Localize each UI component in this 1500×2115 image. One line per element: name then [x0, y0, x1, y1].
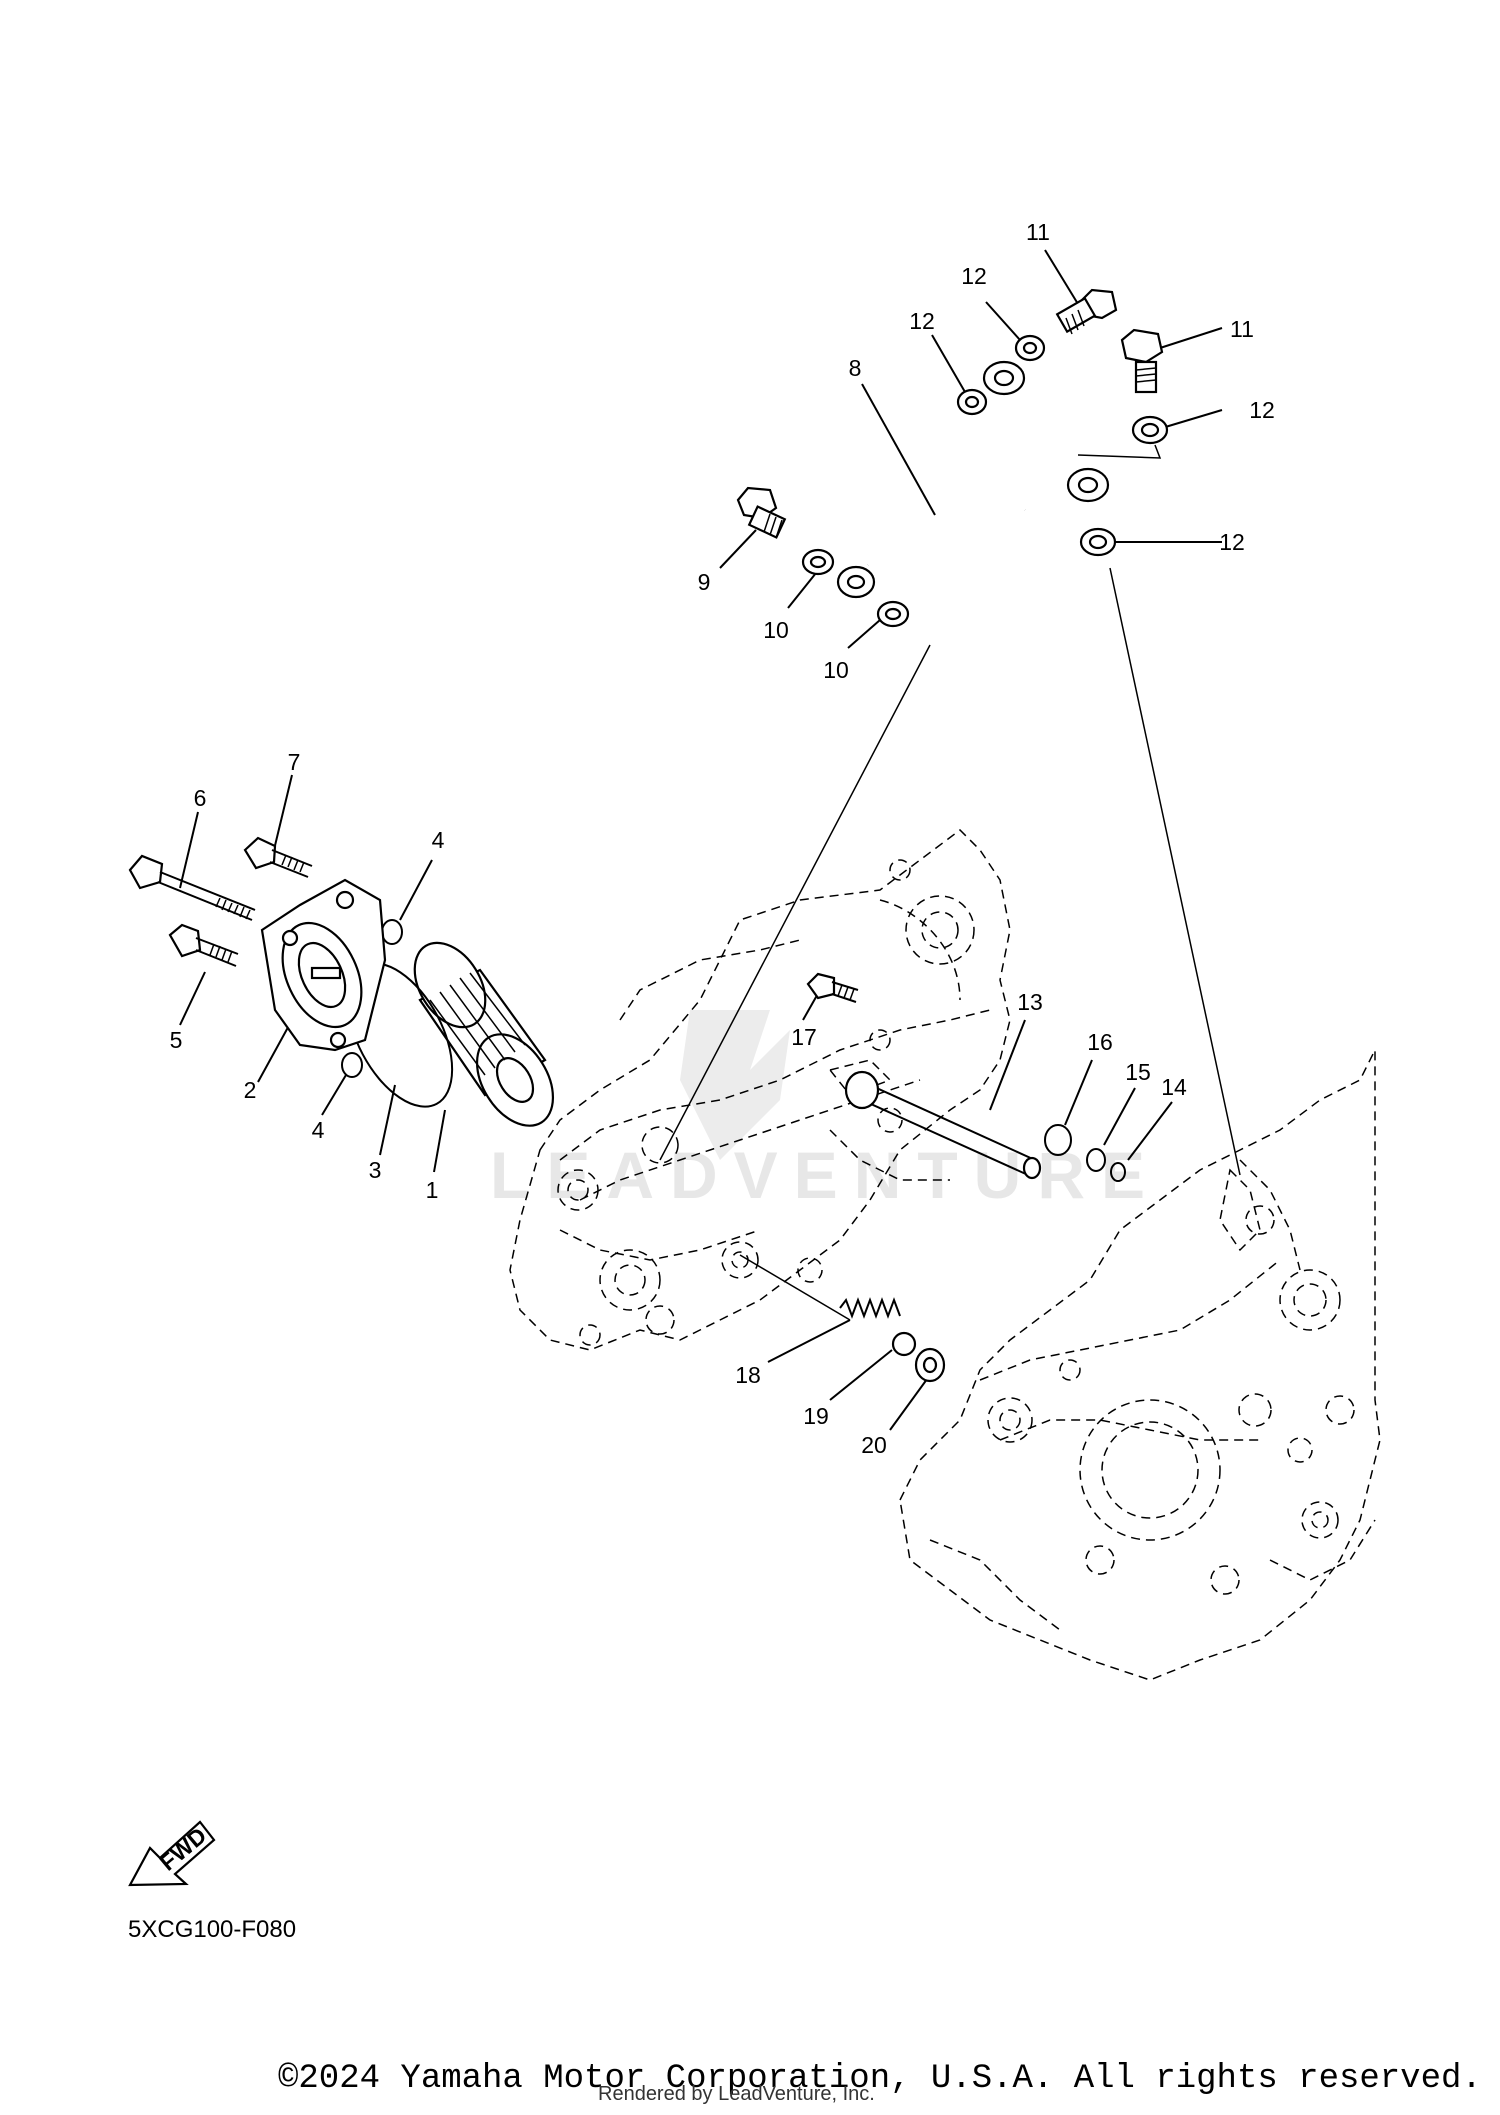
callout-2: 2 — [244, 1077, 257, 1103]
oil-delivery-pipe — [836, 360, 1110, 599]
copyright-notice: ©2024 Yamaha Motor Corporation, U.S.A. A… — [278, 2060, 1482, 2098]
fwd-arrow-icon: FWD — [128, 1820, 216, 1887]
union-bolt-left — [736, 486, 787, 539]
callout-5: 5 — [170, 1027, 183, 1053]
callout-12-left: 12 — [909, 308, 935, 334]
washer-12-d — [1079, 527, 1117, 557]
union-bolt-right — [1120, 328, 1164, 394]
callout-17: 17 — [791, 1024, 817, 1050]
washer-12-b — [1014, 334, 1046, 362]
bolt-long — [128, 854, 256, 921]
callout-12-right-bottom: 12 — [1219, 529, 1245, 555]
callout-18: 18 — [735, 1362, 761, 1388]
callout-6: 6 — [194, 785, 207, 811]
bolt-short-lower — [168, 923, 239, 967]
left-crankcase — [509, 829, 1011, 1351]
callout-12-top: 12 — [961, 263, 987, 289]
check-ball — [891, 1331, 917, 1357]
callout-1: 1 — [426, 1177, 439, 1203]
o-ring-16 — [1044, 1124, 1072, 1156]
rendered-by-notice: Rendered by LeadVenture, Inc. — [598, 2083, 875, 2105]
watermark-logo — [680, 1010, 790, 1160]
bolt-short-upper — [243, 836, 313, 878]
o-ring-small-lower — [341, 1052, 363, 1078]
washer-12-c — [1131, 415, 1169, 445]
o-ring-14 — [1110, 1162, 1126, 1182]
callout-10-upper: 10 — [763, 617, 789, 643]
o-ring-15 — [1086, 1148, 1106, 1172]
callout-20: 20 — [861, 1432, 887, 1458]
callout-4-lower: 4 — [312, 1117, 325, 1143]
diagram-code: 5XCG100-F080 — [128, 1916, 297, 1943]
oil-filter-cover — [260, 878, 387, 1052]
right-crankcase — [899, 1049, 1381, 1681]
callout-19: 19 — [803, 1403, 829, 1429]
callout-3: 3 — [369, 1157, 382, 1183]
callout-14: 14 — [1161, 1074, 1187, 1100]
callout-7: 7 — [288, 749, 301, 775]
callout-12-right-top: 12 — [1249, 397, 1275, 423]
union-bolt-top — [1055, 288, 1118, 335]
washer-10-lower — [876, 600, 910, 628]
leader-lines — [179, 249, 1241, 1431]
valve-seat — [914, 1347, 946, 1383]
callout-11-right: 11 — [1230, 316, 1254, 342]
washer-10-upper — [801, 548, 835, 576]
callout-8: 8 — [849, 355, 862, 381]
callout-labels: 1 2 3 4 4 5 6 7 8 9 10 10 11 11 12 12 12… — [170, 219, 1275, 1458]
callout-4-upper: 4 — [432, 827, 445, 853]
relief-spring — [839, 1297, 901, 1319]
o-ring-small-upper — [381, 919, 403, 945]
oil-filter — [413, 941, 555, 1127]
callout-10-lower: 10 — [823, 657, 849, 683]
callout-16: 16 — [1087, 1029, 1113, 1055]
washer-12-a — [956, 388, 988, 416]
callout-9: 9 — [698, 569, 711, 595]
bolt-17 — [806, 972, 859, 1003]
callout-15: 15 — [1125, 1059, 1151, 1085]
oil-pipe — [844, 1070, 1042, 1180]
callout-13: 13 — [1017, 989, 1043, 1015]
callout-11-top: 11 — [1026, 219, 1050, 245]
